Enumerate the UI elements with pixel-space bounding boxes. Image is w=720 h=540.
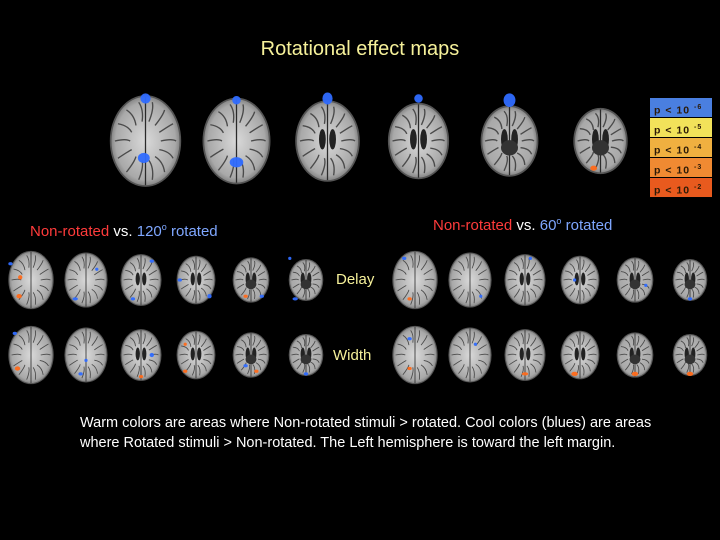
caption-text: Warm colors are areas where Non-rotated … [80, 415, 652, 451]
brain-slice [498, 247, 552, 313]
top-brain-row [103, 85, 643, 197]
delay-brains-right [388, 247, 717, 313]
width-brains-right [388, 322, 717, 388]
brain-slice [663, 322, 717, 388]
brain-slice [224, 247, 278, 313]
legend-entry: p < 10 -6 [650, 98, 712, 117]
brain-slice [553, 247, 607, 313]
brain-slice [285, 85, 370, 197]
brain-slice [279, 247, 333, 313]
legend-entry: p < 10 -2 [650, 178, 712, 197]
brain-slice [498, 322, 552, 388]
brain-slice [443, 322, 497, 388]
legend-entry: p < 10 -3 [650, 158, 712, 177]
brain-slice [279, 322, 333, 388]
brain-slice [443, 247, 497, 313]
brain-slice [388, 247, 442, 313]
page-title: Rotational effect maps [260, 38, 460, 60]
brain-slice [4, 322, 58, 388]
brain-slice [467, 85, 552, 197]
brain-slice [59, 322, 113, 388]
brain-slice [553, 322, 607, 388]
delay-brains-left [4, 247, 333, 313]
delay-label: Delay [336, 271, 375, 288]
right-comparison-label: Non-rotated vs. 60o rotated [433, 216, 613, 234]
brain-slice [558, 85, 643, 197]
brain-slice [376, 85, 461, 197]
brain-slice [224, 322, 278, 388]
brain-slice [114, 322, 168, 388]
width-label: Width [333, 347, 372, 364]
brain-slice [169, 322, 223, 388]
brain-slice [388, 322, 442, 388]
brain-slice [114, 247, 168, 313]
left-comparison-label: Non-rotated vs. 120o rotated [30, 222, 218, 240]
legend-entry: p < 10 -4 [650, 138, 712, 157]
width-brains-left [4, 322, 333, 388]
brain-slice [194, 85, 279, 197]
brain-slice [59, 247, 113, 313]
brain-slice [663, 247, 717, 313]
brain-slice [103, 85, 188, 197]
brain-slice [4, 247, 58, 313]
brain-slice [608, 322, 662, 388]
legend-entry: p < 10 -5 [650, 118, 712, 137]
brain-slice [608, 247, 662, 313]
brain-slice [169, 247, 223, 313]
